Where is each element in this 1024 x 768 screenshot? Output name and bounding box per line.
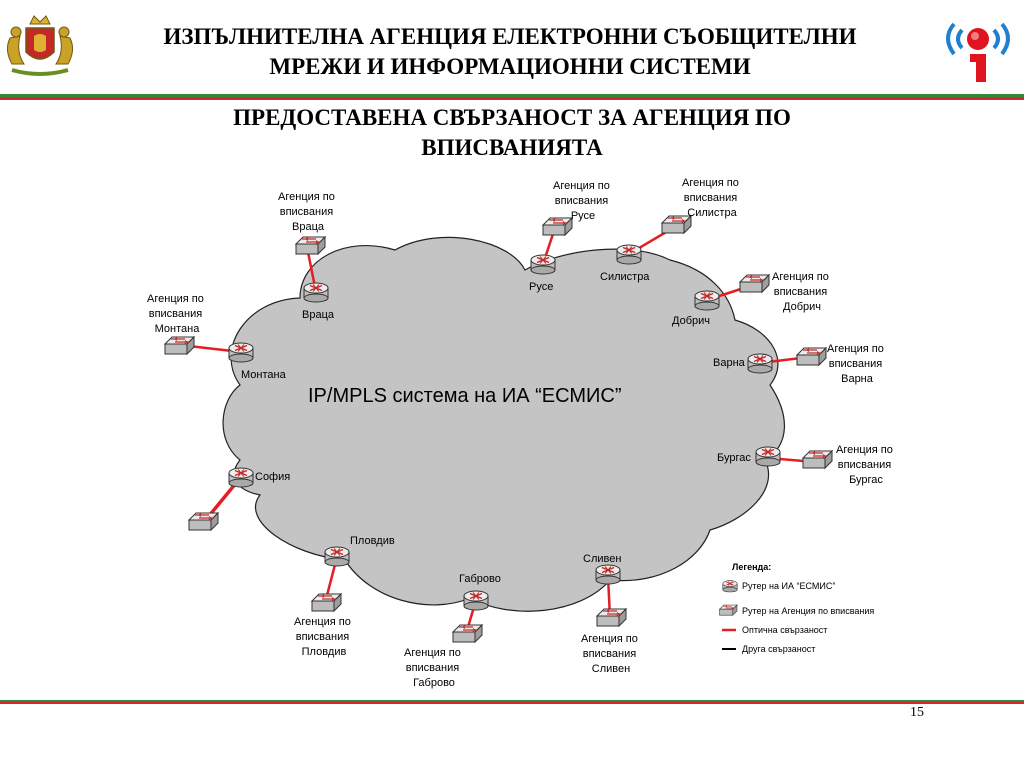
agency-label-silistra: Агенция по вписвания Силистра bbox=[682, 177, 742, 219]
switch-vratsa-icon bbox=[295, 236, 326, 255]
router-silistra-icon bbox=[616, 244, 642, 265]
router-sliven-icon bbox=[595, 564, 621, 585]
header-title-line2: МРЕЖИ И ИНФОРМАЦИОННИ СИСТЕМИ bbox=[269, 54, 751, 79]
router-label-burgas: Бургас bbox=[717, 452, 751, 464]
agency-label-varna: Агенция по вписвания Варна bbox=[827, 343, 887, 385]
switch-sliven-icon bbox=[596, 608, 627, 627]
legend-router-esmis-label: Рутер на ИА “ЕСМИС” bbox=[742, 581, 835, 591]
agency-label-plovdiv: Агенция по вписвания Пловдив bbox=[294, 616, 354, 658]
router-plovdiv-icon bbox=[324, 546, 350, 567]
coat-of-arms-logo bbox=[6, 15, 74, 76]
router-burgas-icon bbox=[755, 446, 781, 467]
router-dobrich-icon bbox=[694, 290, 720, 311]
router-sofia-icon bbox=[228, 467, 254, 488]
switch-sofia-icon bbox=[188, 512, 219, 531]
agency-labels: Агенция по вписвания Враца Агенция по вп… bbox=[147, 177, 896, 689]
legend-optical-label: Оптична свързаност bbox=[742, 625, 827, 635]
router-montana-icon bbox=[228, 342, 254, 363]
switch-burgas-icon bbox=[802, 450, 833, 469]
legend: Легенда: Рутер на ИА “ЕСМИС” Рутер на Аг… bbox=[719, 562, 874, 654]
slide-title-line2: ВПИСВАНИЯТА bbox=[421, 135, 603, 160]
legend-title: Легенда: bbox=[732, 562, 771, 572]
router-label-vratsa: Враца bbox=[302, 309, 335, 321]
router-label-varna: Варна bbox=[713, 357, 746, 369]
legend-router-esmis-icon bbox=[722, 580, 738, 593]
router-label-ruse: Русе bbox=[529, 281, 553, 293]
header-stripe-green bbox=[0, 94, 1024, 97]
agency-logo bbox=[946, 22, 1010, 82]
router-label-montana: Монтана bbox=[241, 369, 287, 381]
legend-router-agency-label: Рутер на Агенция по вписвания bbox=[742, 606, 874, 616]
slide-title-line1: ПРЕДОСТАВЕНА СВЪРЗАНОСТ ЗА АГЕНЦИЯ ПО bbox=[233, 105, 791, 130]
agency-label-burgas: Агенция по вписвания Бургас bbox=[836, 444, 896, 486]
router-vratsa-icon bbox=[303, 282, 329, 303]
agency-label-vratsa: Агенция по вписвания Враца bbox=[278, 191, 338, 233]
router-ruse-icon bbox=[530, 254, 556, 275]
legend-router-agency-icon bbox=[719, 604, 738, 616]
agency-label-gabrovo: Агенция по вписвания Габрово bbox=[404, 647, 464, 689]
switch-ruse-icon bbox=[542, 217, 573, 236]
page-number: 15 bbox=[910, 705, 924, 720]
header-title: ИЗПЪЛНИТЕЛНА АГЕНЦИЯ ЕЛЕКТРОННИ СЪОБЩИТЕ… bbox=[100, 22, 920, 82]
header-stripe-red bbox=[0, 97, 1024, 100]
router-label-plovdiv: Пловдив bbox=[350, 535, 395, 547]
router-varna-icon bbox=[747, 353, 773, 374]
router-label-gabrovo: Габрово bbox=[459, 573, 501, 585]
agency-label-sliven: Агенция по вписвания Сливен bbox=[581, 633, 641, 675]
slide-title: ПРЕДОСТАВЕНА СВЪРЗАНОСТ ЗА АГЕНЦИЯ ПО ВП… bbox=[150, 103, 874, 163]
cloud-label: IP/MPLS система на ИА “ЕСМИС” bbox=[308, 385, 622, 407]
switch-plovdiv-icon bbox=[311, 593, 342, 612]
footer-stripe-red bbox=[0, 702, 1024, 704]
switch-dobrich-icon bbox=[739, 274, 770, 293]
header-title-line1: ИЗПЪЛНИТЕЛНА АГЕНЦИЯ ЕЛЕКТРОННИ СЪОБЩИТЕ… bbox=[163, 24, 857, 49]
legend-other-label: Друга свързаност bbox=[742, 644, 815, 654]
switch-varna-icon bbox=[796, 347, 827, 366]
router-label-sofia: София bbox=[255, 471, 290, 483]
switch-gabrovo-icon bbox=[452, 624, 483, 643]
agency-label-dobrich: Агенция по вписвания Добрич bbox=[772, 271, 832, 313]
ip-mpls-cloud: IP/MPLS система на ИА “ЕСМИС” bbox=[222, 236, 785, 612]
router-label-sliven: Сливен bbox=[583, 553, 621, 565]
agency-label-montana: Агенция по вписвания Монтана bbox=[147, 293, 207, 335]
router-label-dobrich: Добрич bbox=[672, 315, 710, 327]
router-gabrovo-icon bbox=[463, 590, 489, 611]
switch-montana-icon bbox=[164, 336, 195, 355]
agency-label-ruse: Агенция по вписвания Русе bbox=[553, 180, 613, 222]
router-label-silistra: Силистра bbox=[600, 271, 650, 283]
footer-stripe-green bbox=[0, 700, 1024, 702]
